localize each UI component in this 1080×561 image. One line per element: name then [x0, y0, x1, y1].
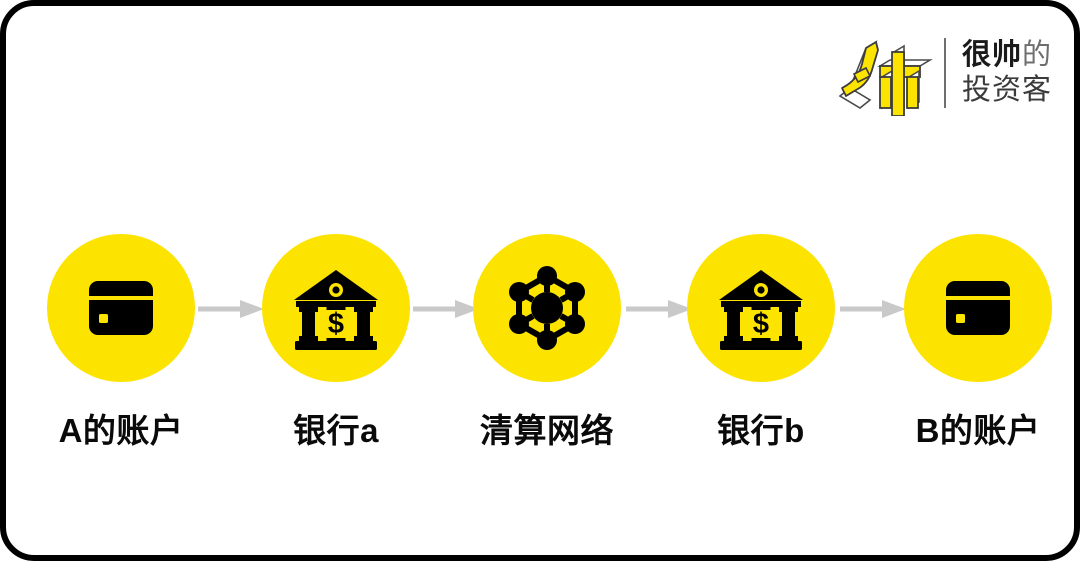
- brand-wordmark: 很帅的 投资客: [962, 38, 1052, 109]
- flow-node-label: 银行a: [293, 412, 379, 449]
- arrow-right-icon: [840, 300, 906, 318]
- brand-line-1: 很帅的: [962, 38, 1052, 73]
- brand-line-2: 投资客: [961, 74, 1052, 106]
- flow-node-label: A的账户: [58, 412, 184, 449]
- payment-flow-diagram: A的账户: [6, 234, 1074, 464]
- flow-node-disc: $: [262, 234, 410, 382]
- flow-node-bank-a: $ 银行a: [262, 234, 410, 452]
- arrow-right-icon: [626, 300, 692, 318]
- flow-arrow-2: [413, 300, 479, 318]
- flow-arrow-3: [626, 300, 692, 318]
- brand-divider: [943, 38, 946, 108]
- brand-logo: 很帅的 投资客: [836, 30, 1052, 116]
- bank-dollar-icon: $: [294, 270, 378, 350]
- flow-node-a-account: A的账户: [47, 234, 195, 452]
- svg-text:$: $: [328, 308, 344, 340]
- credit-card-icon: [946, 281, 1010, 335]
- flow-arrow-1: [198, 300, 264, 318]
- flow-node-bank-b: $ 银行b: [687, 234, 835, 452]
- clearing-network-icon: [509, 266, 585, 350]
- flow-node-label: 清算网络: [480, 412, 614, 449]
- flow-node-label: 银行b: [717, 412, 805, 449]
- brand-line-1-strong: 很帅: [961, 38, 1022, 71]
- arrow-right-icon: [413, 300, 479, 318]
- flow-arrow-4: [840, 300, 906, 318]
- shuai-logo-icon: [838, 40, 933, 116]
- svg-text:$: $: [753, 308, 769, 340]
- flow-node-label: B的账户: [915, 412, 1041, 449]
- credit-card-icon: [89, 281, 153, 335]
- bank-dollar-icon: $: [719, 270, 803, 350]
- flow-node-clearing-network: 清算网络: [473, 234, 621, 452]
- flow-node-disc: $: [687, 234, 835, 382]
- arrow-right-icon: [198, 300, 264, 318]
- flow-node-b-account: B的账户: [904, 234, 1052, 452]
- flow-node-disc: [904, 234, 1052, 382]
- brand-line-1-soft: 的: [1021, 38, 1052, 71]
- flow-node-disc: [473, 234, 621, 382]
- flow-node-disc: [47, 234, 195, 382]
